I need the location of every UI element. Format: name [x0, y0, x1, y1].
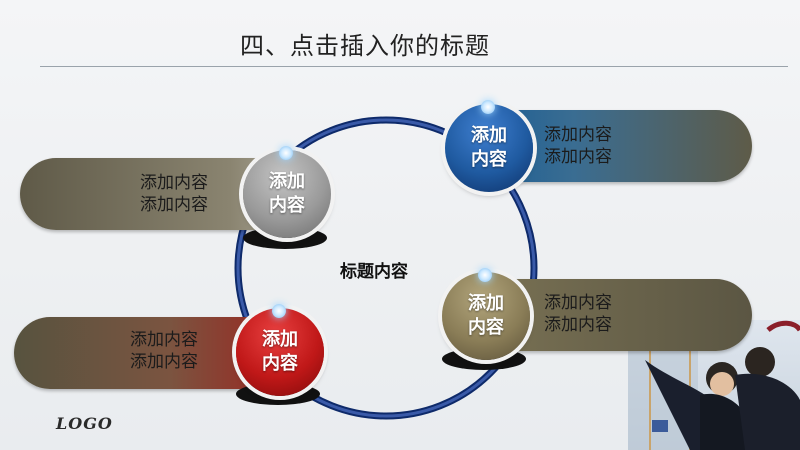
content-text-bottom-left: 添加内容 添加内容: [130, 329, 198, 373]
node-label-line: 添加: [471, 125, 507, 146]
node-label-line: 内容: [269, 195, 305, 216]
content-line: 添加内容: [544, 315, 612, 335]
content-text-left: 添加内容 添加内容: [140, 172, 208, 216]
node-label-line: 内容: [262, 353, 298, 374]
node-label: 添加 内容: [445, 124, 533, 172]
node-label: 添加 内容: [236, 328, 324, 376]
page-title: 四、点击插入你的标题: [240, 32, 490, 60]
content-line: 添加内容: [544, 147, 612, 167]
glow-icon: [272, 304, 286, 318]
node-label-line: 内容: [468, 317, 504, 338]
node-label-line: 添加: [468, 293, 504, 314]
content-line: 添加内容: [544, 293, 612, 313]
node-top-right[interactable]: 添加 内容: [445, 100, 533, 192]
node-label: 添加 内容: [442, 292, 530, 340]
title-divider: [40, 66, 788, 67]
glow-icon: [279, 146, 293, 160]
content-line: 添加内容: [130, 352, 198, 372]
content-line: 添加内容: [544, 125, 612, 145]
content-text-top-right: 添加内容 添加内容: [544, 124, 612, 168]
logo: LOGO: [56, 414, 113, 433]
node-label-line: 添加: [269, 171, 305, 192]
content-text-bottom-right: 添加内容 添加内容: [544, 292, 612, 336]
center-title: 标题内容: [340, 262, 408, 282]
glow-icon: [481, 100, 495, 114]
node-bottom-right[interactable]: 添加 内容: [442, 268, 530, 360]
glow-icon: [478, 268, 492, 282]
node-label: 添加 内容: [243, 170, 331, 218]
content-line: 添加内容: [130, 330, 198, 350]
node-label-line: 内容: [471, 149, 507, 170]
content-line: 添加内容: [140, 173, 208, 193]
node-left[interactable]: 添加 内容: [243, 146, 331, 238]
node-label-line: 添加: [262, 329, 298, 350]
content-line: 添加内容: [140, 195, 208, 215]
node-bottom-left[interactable]: 添加 内容: [236, 304, 324, 396]
